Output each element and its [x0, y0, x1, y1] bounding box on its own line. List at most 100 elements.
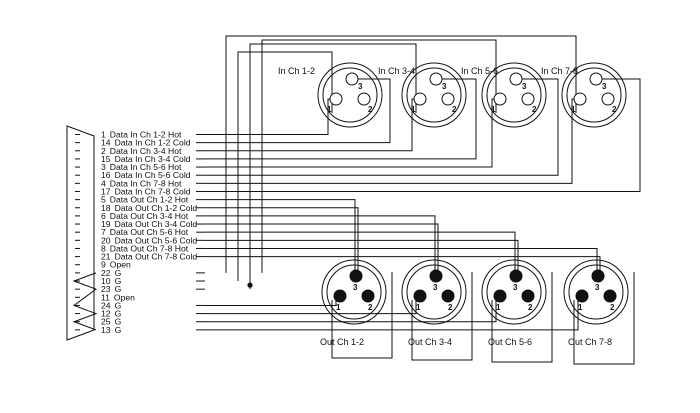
db25-pin-number: 13 [101, 325, 111, 335]
db25-pin-description: Data In Ch 7-8 Cold [115, 186, 191, 196]
xlr-pin-number: 2 [448, 303, 453, 312]
db25-pin-number: 22 [101, 268, 111, 278]
xlr-pin-p1 [413, 92, 427, 106]
xlr-pin-number: 1 [411, 105, 416, 114]
out-connector-label: Out Ch 5-6 [488, 337, 532, 347]
xlr-pin-p1 [573, 92, 587, 106]
db25-pin-label: 5 Data Out Ch 1-2 Hot [101, 195, 189, 205]
db25-pin-description: G [115, 276, 122, 286]
xlr-pin-p2 [361, 289, 375, 303]
xlr-pin-p2 [357, 92, 371, 106]
db25-pin-label: 13 G [101, 325, 122, 335]
wire [205, 296, 337, 306]
xlr-shell-outer [317, 62, 383, 128]
wire [205, 98, 330, 135]
db25-pin-description: Data Out Ch 1-2 Hot [110, 195, 189, 205]
wire [205, 215, 436, 270]
xlr-pin-p1 [493, 92, 507, 106]
db25-pin-description: Data Out Ch 7-8 Hot [110, 243, 189, 253]
wire [573, 272, 635, 365]
db25-pin-number: 18 [101, 203, 111, 213]
in-connector-label: In Ch 5-6 [461, 66, 498, 76]
ground-bridge [72, 272, 98, 331]
db25-pin-number: 23 [101, 284, 111, 294]
xlr-shell-inner [486, 264, 542, 320]
db25-pin-description: Open [114, 292, 135, 302]
db25-pin-number: 19 [101, 219, 111, 229]
xlr-pin-number: 2 [452, 105, 457, 114]
xlr-shell-outer [561, 62, 627, 128]
xlr-pin-number: 1 [416, 303, 421, 312]
db25-pin-description: G [115, 309, 122, 319]
wire [205, 296, 579, 331]
db25-pin-description: Data Out Ch 7-8 Cold [115, 252, 198, 262]
db25-connector [66, 125, 98, 341]
db25-pin-number: 25 [101, 317, 111, 327]
db25-pin-number: 6 [101, 211, 106, 221]
xlr-pin-p1 [413, 289, 427, 303]
xlr-pin-number: 1 [578, 303, 583, 312]
wire [205, 78, 559, 176]
db25-pin-description: Data In Ch 5-6 Hot [110, 162, 182, 172]
db25-pin-description: Data Out Ch 5-6 Cold [115, 235, 198, 245]
xlr-pin-p3 [509, 72, 523, 86]
db25-pin-number: 16 [101, 170, 111, 180]
xlr-pin-number: 3 [433, 283, 438, 292]
db25-pin-number: 11 [101, 292, 110, 302]
wire [205, 207, 359, 270]
out-connector-label: Out Ch 7-8 [568, 337, 612, 347]
xlr-pin-p3 [509, 269, 523, 283]
db25-pin-number: 12 [101, 309, 111, 319]
wire [411, 272, 473, 361]
junction-dot [247, 282, 253, 288]
xlr-pin-p3 [589, 72, 603, 86]
db25-pin-description: G [115, 325, 122, 335]
xlr-pin-p2 [441, 289, 455, 303]
xlr-pin-p1 [329, 92, 343, 106]
xlr-pin-number: 1 [496, 303, 501, 312]
xlr-pin-p3 [345, 72, 359, 86]
in-connector-label: In Ch 1-2 [278, 66, 315, 76]
db25-pin-description: G [115, 317, 122, 327]
db25-pin-description: Data Out Ch 1-2 Cold [115, 203, 198, 213]
xlr-pin-p3 [429, 72, 443, 86]
xlr-shell-inner [326, 264, 382, 320]
wire [205, 78, 391, 144]
xlr-shell-inner [406, 264, 462, 320]
db25-pin-number: 10 [101, 276, 111, 286]
in-connector-label: In Ch 3-4 [378, 66, 415, 76]
xlr-pin-number: 3 [513, 283, 518, 292]
db25-pin-description: Data Out Ch 5-6 Hot [110, 227, 189, 237]
in-connector-label: In Ch 7-8 [541, 66, 578, 76]
xlr-shell-outer [481, 259, 547, 325]
xlr-pin-number: 1 [336, 303, 341, 312]
xlr-pin-p2 [603, 289, 617, 303]
xlr-pin-number: 2 [368, 303, 373, 312]
xlr-pin-number: 3 [602, 82, 607, 91]
db25-pin-number: 5 [101, 195, 106, 205]
xlr-pin-number: 2 [532, 105, 537, 114]
xlr-shell-outer [401, 62, 467, 128]
db25-pin-number: 4 [101, 178, 106, 188]
xlr-pin-number: 2 [368, 105, 373, 114]
